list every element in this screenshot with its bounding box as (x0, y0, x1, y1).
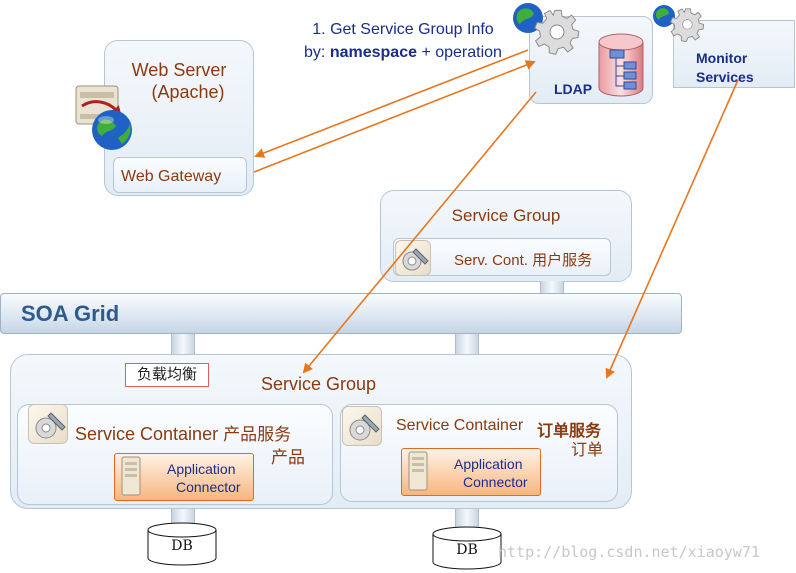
globe-gear-icon (513, 3, 580, 55)
pipe-left (171, 333, 195, 355)
connector-right-line2: Connector (463, 474, 528, 490)
soa-grid-bar: SOA Grid (0, 293, 682, 334)
connector-right-line1: Application (454, 456, 523, 472)
database-icon (598, 33, 644, 97)
service-container-top-label: Serv. Cont. 用户服务 (454, 252, 593, 269)
service-container-right-cn2: 订单 (571, 442, 604, 459)
soa-grid-label: SOA Grid (21, 301, 120, 326)
watermark-text: http://blog.csdn.net/xiaoyw71 (498, 543, 760, 561)
gear-hammer-svg (402, 248, 429, 271)
web-server-icon (75, 85, 132, 150)
query-note: 1. Get Service Group Info by: namespace … (287, 18, 519, 64)
query-note-line1: 1. Get Service Group Info (312, 21, 494, 38)
arrow-gateway-to-ldap (253, 60, 536, 173)
load-balance-label: 负载均衡 (125, 363, 209, 387)
web-server-box: Web Server (Apache) Web Gateway (104, 40, 254, 196)
gear-hammer-icon (395, 240, 431, 276)
gear-hammer-icon-left (28, 404, 68, 444)
server-icon-left (121, 456, 141, 496)
gear-hammer-svg (349, 414, 380, 441)
monitor-globe-gear-icon (653, 5, 705, 42)
service-group-main-title: Service Group (261, 374, 377, 394)
query-note-line2: by: namespace + operation (304, 44, 502, 61)
ldap-label: LDAP (554, 81, 593, 97)
arrow-ldap-to-gateway (254, 49, 529, 158)
gear-hammer-svg (35, 412, 66, 439)
server-icon-right (408, 451, 428, 491)
connector-left-line2: Connector (176, 479, 241, 495)
db-cylinder-icon (147, 522, 217, 566)
database-left-label: DB (171, 538, 193, 554)
web-gateway-label: Web Gateway (121, 168, 222, 185)
service-container-left-cn: 产品 (271, 448, 305, 467)
db-cylinder-icon (432, 526, 502, 570)
database-right-label: DB (456, 542, 478, 558)
connector-left-line1: Application (167, 461, 236, 477)
pipe-top-group (540, 281, 564, 295)
gear-hammer-icon-right (342, 406, 382, 446)
pipe-mid (455, 333, 479, 355)
service-container-left-title: Service Container 产品服务 (75, 424, 292, 444)
service-group-top-title: Service Group (451, 206, 561, 225)
database-right: DB (432, 526, 502, 570)
pipe-db-left (171, 504, 195, 526)
service-container-right-cn1: 订单服务 (537, 423, 602, 440)
monitor-services-label: Monitor Services (696, 50, 754, 85)
service-container-right-title: Service Container (396, 417, 524, 434)
web-gateway-box: Web Gateway (113, 157, 247, 193)
database-left: DB (147, 522, 217, 566)
web-server-title: Web Server (Apache) (131, 60, 227, 102)
